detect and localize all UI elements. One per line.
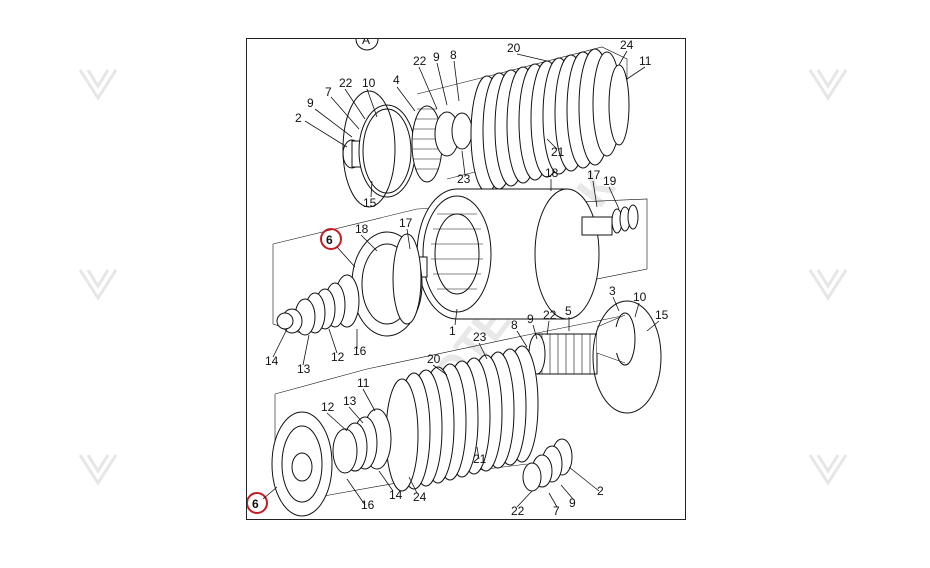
label-part: 22 <box>339 76 353 90</box>
label-part: 10 <box>633 290 647 304</box>
label-part: 14 <box>265 354 279 368</box>
label-part: 14 <box>389 488 403 502</box>
label-part: 24 <box>620 39 634 52</box>
watermark-logo-icon <box>78 69 848 486</box>
bottom-assembly <box>271 300 662 517</box>
label-part: 12 <box>331 350 345 364</box>
label-part: 16 <box>361 498 375 512</box>
label-part-highlighted: 6 <box>252 497 259 511</box>
label-part: 17 <box>399 216 413 230</box>
middle-assembly <box>272 188 648 337</box>
label-part: 22 <box>543 308 557 322</box>
label-part: 21 <box>551 145 565 159</box>
label-part: 2 <box>295 111 302 125</box>
label-part: 12 <box>321 400 335 414</box>
label-part: 23 <box>457 172 471 186</box>
label-part: 8 <box>511 318 518 332</box>
label-part: 18 <box>545 166 559 180</box>
label-part: 8 <box>450 48 457 62</box>
label-part: 17 <box>587 168 601 182</box>
section-marker-circle <box>355 39 379 51</box>
label-part: 11 <box>357 376 370 390</box>
label-part: 16 <box>353 344 367 358</box>
top-assembly <box>342 46 630 208</box>
label-part: 4 <box>393 73 400 87</box>
label-part: 7 <box>553 504 560 518</box>
parts-diagram-frame: ЕВРОТЕХНИК-К A <box>246 38 686 520</box>
label-part: 22 <box>511 504 525 518</box>
label-part: 3 <box>609 284 616 298</box>
label-part: 21 <box>473 452 487 466</box>
label-part: 20 <box>507 41 521 55</box>
label-part: 9 <box>527 312 534 326</box>
label-part: 20 <box>427 352 441 366</box>
label-part: 22 <box>413 54 427 68</box>
label-part: 9 <box>569 496 576 510</box>
label-part: 19 <box>603 174 617 188</box>
highlight-circle <box>320 228 342 250</box>
label-part: 15 <box>363 196 377 210</box>
label-part: 5 <box>565 304 572 318</box>
label-part: 9 <box>433 50 440 64</box>
label-part: 7 <box>325 85 332 99</box>
label-part: 24 <box>413 490 427 504</box>
label-part: 10 <box>362 76 376 90</box>
label-part: 9 <box>307 96 314 110</box>
label-part: 23 <box>473 330 487 344</box>
label-part: 13 <box>343 394 357 408</box>
label-part: 18 <box>355 222 369 236</box>
label-part: 11 <box>639 54 652 68</box>
label-part-highlighted: 6 <box>326 233 333 247</box>
label-part: 15 <box>655 308 669 322</box>
label-part: 2 <box>597 484 604 498</box>
section-marker-label: A <box>362 39 370 47</box>
label-part: 1 <box>449 324 456 338</box>
label-part: 13 <box>297 362 311 376</box>
highlight-circle <box>247 492 268 514</box>
exploded-parts-diagram: ЕВРОТЕХНИК-К A <box>247 39 669 518</box>
